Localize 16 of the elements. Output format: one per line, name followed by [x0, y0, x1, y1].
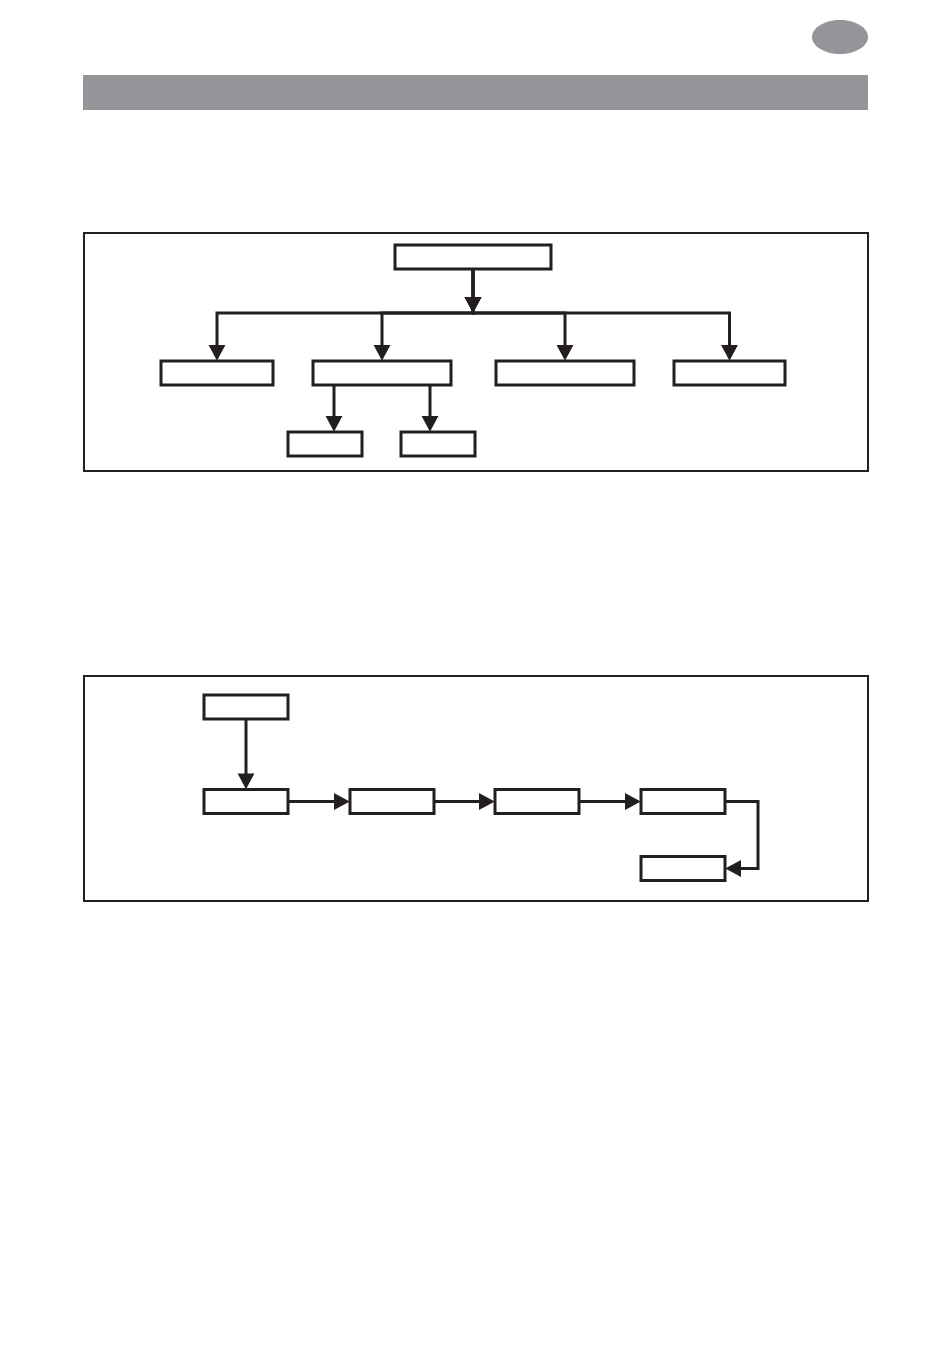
blank-box — [639, 855, 727, 882]
blank-box — [159, 359, 275, 387]
blank-box — [494, 359, 636, 387]
blank-box — [672, 359, 787, 387]
blank-box — [393, 243, 553, 271]
blank-box — [311, 359, 453, 387]
blank-box — [202, 693, 290, 721]
blank-box — [202, 788, 290, 815]
diagram-frame — [83, 675, 869, 902]
diagram-frame — [83, 232, 869, 472]
blank-box — [639, 788, 727, 815]
blank-box — [399, 430, 477, 458]
blank-box — [493, 788, 581, 815]
blank-box — [348, 788, 436, 815]
arrow — [725, 800, 760, 877]
blank-box — [286, 430, 364, 458]
